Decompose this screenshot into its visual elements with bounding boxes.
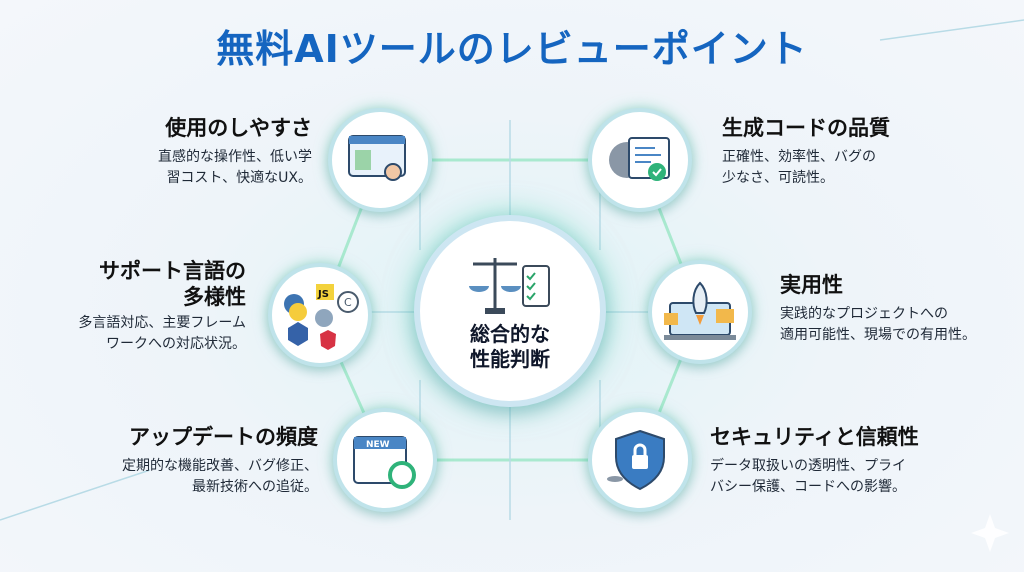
point-desc-line: 適用可能性、現場での有用性。 [780, 327, 976, 344]
point-security: セキュリティと信頼性 データ取扱いの透明性、プライバシー保護、コードへの影響。 [710, 424, 919, 498]
point-title: 使用のしやすさ [165, 116, 312, 140]
point-title: 多様性 [183, 285, 246, 310]
point-usability: 使用のしやすさ 直感的な操作性、低い学習コスト、快適なUX。 [158, 115, 312, 189]
usability-icon-circle [328, 108, 432, 212]
center-hub: 総合的な性能判断 [414, 215, 606, 407]
point-desc-line: 最新技術への追従。 [192, 479, 318, 496]
point-desc-line: 定期的な機能改善、バグ修正、 [122, 458, 318, 475]
new-badge-text: NEW [366, 440, 390, 450]
point-title: 実用性 [780, 273, 843, 297]
point-title: サポート言語の [99, 259, 246, 283]
point-desc-line: 多言語対応、主要フレーム [78, 314, 246, 331]
point-update-frequency: アップデートの頻度 定期的な機能改善、バグ修正、最新技術への追従。 [122, 424, 318, 498]
scale-checklist-icon [469, 258, 550, 314]
security-icon-circle [588, 408, 692, 512]
sparkle-icon [971, 514, 1009, 552]
language-logos-icon: JS C [284, 284, 359, 350]
browser-pointer-icon [348, 135, 406, 181]
shield-lock-icon [607, 429, 665, 491]
point-practicality: 実用性 実践的なプロジェクトへの適用可能性、現場での有用性。 [780, 272, 976, 346]
update-icon-circle: NEW [333, 408, 437, 512]
c-logo-text: C [344, 296, 352, 309]
rocket-laptop-icon [664, 281, 736, 340]
point-desc-line: ワークへの対応状況。 [106, 335, 246, 352]
point-desc-line: 少なさ、可読性。 [722, 170, 834, 187]
point-desc-line: 直感的な操作性、低い学 [158, 149, 312, 166]
page-title: 無料AIツールのレビューポイント [216, 27, 808, 71]
point-languages: サポート言語の多様性 多言語対応、主要フレームワークへの対応状況。 [78, 258, 246, 355]
point-code-quality: 生成コードの品質 正確性、効率性、バグの少なさ、可読性。 [722, 115, 890, 189]
point-title: アップデートの頻度 [129, 425, 318, 449]
gear-code-check-icon [609, 137, 670, 181]
point-desc-line: バシー保護、コードへの影響。 [710, 479, 906, 496]
practicality-icon-circle [648, 260, 752, 364]
point-desc-line: データ取扱いの透明性、プライ [710, 458, 906, 475]
point-desc-line: 実践的なプロジェクトへの [780, 306, 948, 323]
code-quality-icon-circle [588, 108, 692, 212]
languages-icon-circle: JS C [268, 263, 372, 367]
calendar-refresh-icon: NEW [353, 436, 416, 489]
center-label-line2: 性能判断 [470, 347, 550, 371]
point-desc-line: 正確性、効率性、バグの [722, 149, 876, 166]
point-title: 生成コードの品質 [722, 116, 890, 140]
point-desc-line: 習コスト、快適なUX。 [166, 170, 312, 187]
center-label-line1: 総合的な [470, 322, 550, 346]
js-logo-text: JS [317, 289, 329, 300]
point-title: セキュリティと信頼性 [710, 425, 919, 449]
